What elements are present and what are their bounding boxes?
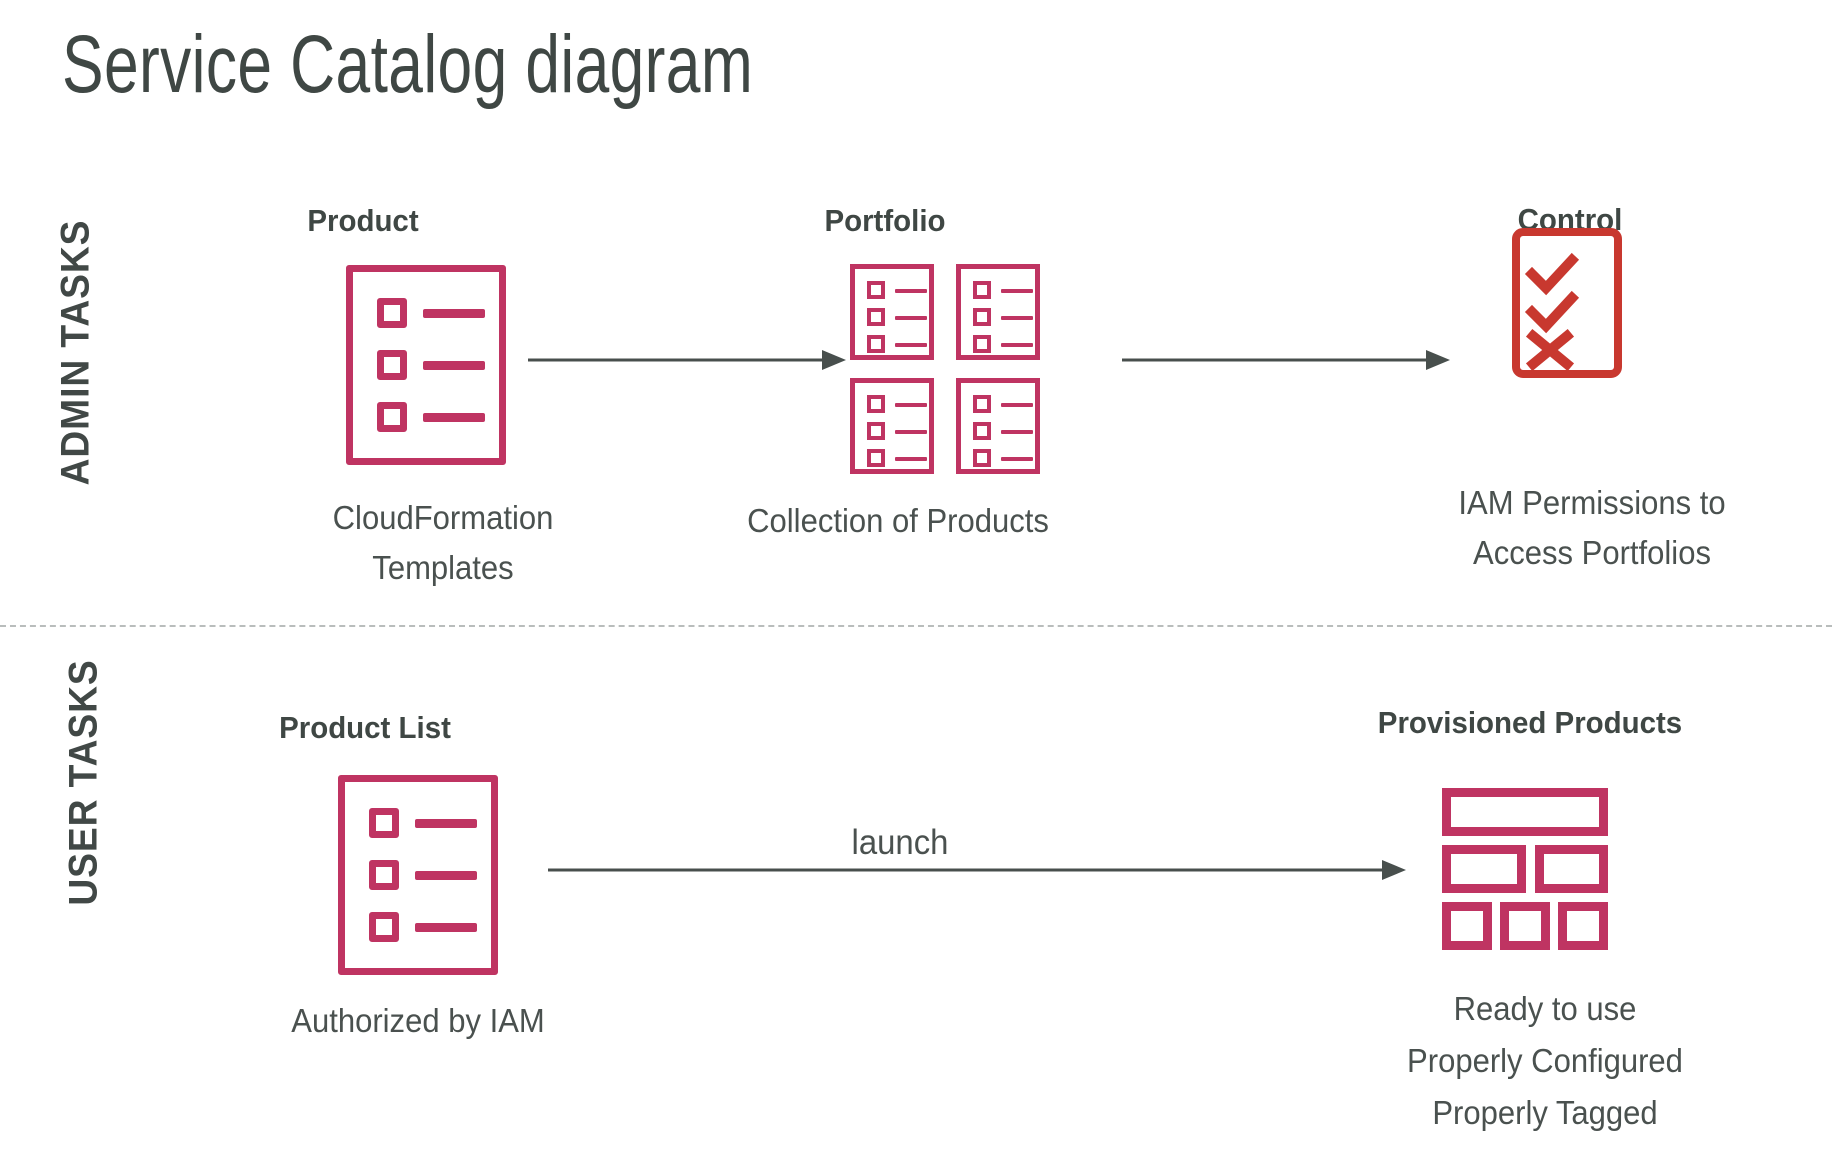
portfolio-mini-sheet — [850, 378, 934, 474]
caption-product-line1: CloudFormation — [332, 499, 554, 536]
portfolio-mini-sheet — [850, 264, 934, 360]
caption-control-line1: IAM Permissions to — [1458, 484, 1726, 521]
watermark — [250, 1040, 770, 1150]
cross-icon — [1525, 328, 1575, 370]
row-label-admin-tasks: ADMIN TASKS — [53, 219, 98, 486]
portfolio-mini-sheet — [956, 378, 1040, 474]
page-title: Service Catalog diagram — [62, 19, 754, 110]
node-title-product-list: Product List — [279, 710, 451, 745]
check-icon — [1524, 290, 1580, 334]
mosaic-block — [1558, 902, 1608, 950]
arrow-product-to-portfolio — [528, 350, 846, 370]
node-title-portfolio: Portfolio — [824, 203, 946, 238]
checklist-sheet-icon — [346, 265, 506, 465]
mosaic-blocks-icon — [1442, 788, 1622, 958]
caption-provisioned-line3: Properly Tagged — [1432, 1094, 1658, 1131]
node-title-provisioned-products: Provisioned Products — [1377, 705, 1683, 740]
row-label-user-tasks: USER TASKS — [61, 659, 106, 906]
caption-provisioned-line2: Properly Configured — [1407, 1042, 1683, 1079]
mosaic-block — [1442, 788, 1608, 836]
portfolio-mini-sheet — [956, 264, 1040, 360]
arrow-productlist-to-provisioned — [548, 860, 1406, 880]
mosaic-block — [1442, 902, 1492, 950]
control-checklist-icon — [1512, 228, 1622, 378]
caption-provisioned-line1: Ready to use — [1453, 990, 1637, 1027]
mosaic-block — [1535, 845, 1608, 893]
caption-product-line2: Templates — [372, 549, 514, 586]
caption-portfolio-line1: Collection of Products — [747, 502, 1049, 539]
portfolio-grid-icon — [850, 264, 1046, 474]
check-icon — [1524, 252, 1580, 296]
arrow-portfolio-to-control — [1122, 350, 1450, 370]
mosaic-block — [1500, 902, 1550, 950]
checklist-sheet-icon — [338, 775, 498, 975]
section-divider — [0, 625, 1832, 627]
node-title-product: Product — [307, 203, 419, 238]
arrow-label-launch: launch — [851, 823, 949, 862]
mosaic-block — [1442, 845, 1526, 893]
caption-control-line2: Access Portfolios — [1473, 534, 1711, 571]
caption-product-list-line1: Authorized by IAM — [291, 1002, 545, 1039]
